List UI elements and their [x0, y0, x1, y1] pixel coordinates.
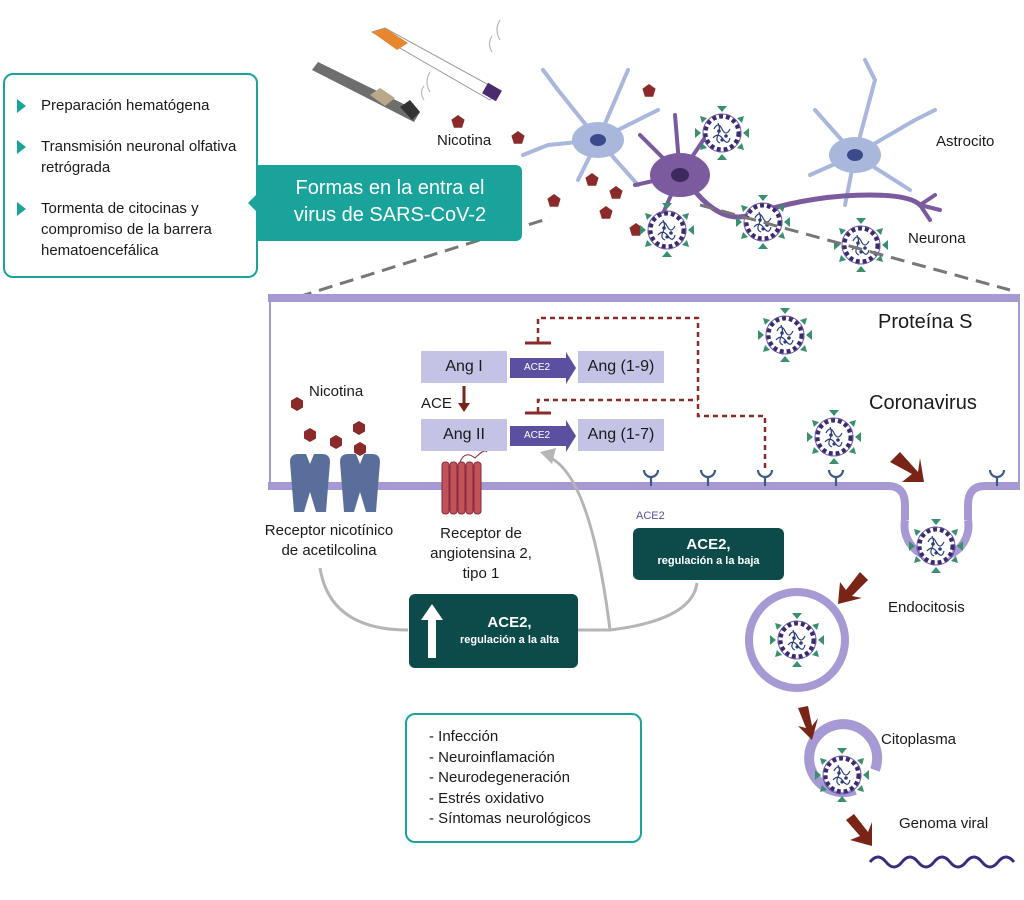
triangle-bullet-icon [17, 140, 26, 154]
ace2-upregulation-box: ACE2, regulación a la alta [409, 594, 578, 668]
triangle-bullet-icon [17, 99, 26, 113]
viral-genome-label: Genoma viral [899, 815, 989, 832]
triangle-bullet-icon [17, 202, 26, 216]
angiotensin-receptor-icon [441, 450, 488, 515]
ang17-box: Ang (1-7) [578, 419, 664, 451]
ang2-box: Ang II [421, 419, 507, 451]
nicotinic-receptor-icon [290, 454, 380, 512]
entry-banner: Formas en la entra el virus de SARS-CoV-… [248, 165, 522, 241]
effect-item: - Neurodegeneración [429, 769, 570, 786]
cell-membrane-bottom [268, 482, 909, 530]
e-cigarette-icon [312, 62, 431, 122]
viral-genome-icon [868, 855, 1016, 869]
infection-routes-box: Preparación hematógena Transmisión neuro… [3, 73, 258, 278]
effects-box: - Infección - Neuroinflamación - Neurode… [405, 713, 642, 843]
route-item: Transmisión neuronal olfativa retrógrada [17, 136, 237, 178]
effect-item: - Neuroinflamación [429, 748, 555, 766]
cell-membrane-top [268, 294, 1020, 302]
nicotinic-receptor-label: Receptor nicotínico de acetilcolina [264, 522, 394, 559]
cytoplasm-label: Citoplasma [881, 731, 957, 748]
ace2-downregulation-box: ACE2, regulación a la baja [633, 528, 784, 580]
cigarette-icon [370, 19, 502, 102]
pathway-arrows [798, 452, 924, 846]
ace-label: ACE [421, 395, 452, 412]
ang19-box: Ang (1-9) [578, 351, 664, 383]
spike-protein-label: Proteína S [878, 311, 973, 333]
nicotine-molecule-icon [642, 84, 656, 97]
neuron-label: Neurona [908, 230, 966, 247]
nicotine-label-top: Nicotina [437, 132, 492, 149]
ace2-membrane-label: ACE2 [636, 510, 665, 522]
astrocyte-label: Astrocito [936, 133, 995, 150]
effect-item: - Síntomas neurológicos [429, 810, 591, 827]
angiotensin-receptor-label: Receptor de angiotensina 2, tipo 1 [430, 525, 532, 582]
effect-item: - Estrés oxidativo [429, 789, 545, 807]
ace2-conversion-arrow [510, 420, 576, 452]
route-item: Tormenta de citocinas y compromiso de la… [17, 198, 247, 261]
effect-item: - Infección [429, 728, 499, 745]
route-item: Preparación hematógena [17, 95, 209, 116]
endocytosis-label: Endocitosis [888, 599, 965, 616]
ace2-conversion-arrow [510, 352, 576, 384]
nicotine-label-cell: Nicotina [309, 383, 364, 400]
ace2-arrow-label: ACE2 [524, 430, 551, 441]
ace2-arrow-label: ACE2 [524, 362, 551, 373]
ang1-box: Ang I [421, 351, 507, 383]
coronavirus-label: Coronavirus [869, 392, 977, 414]
up-arrow-icon [421, 604, 443, 658]
